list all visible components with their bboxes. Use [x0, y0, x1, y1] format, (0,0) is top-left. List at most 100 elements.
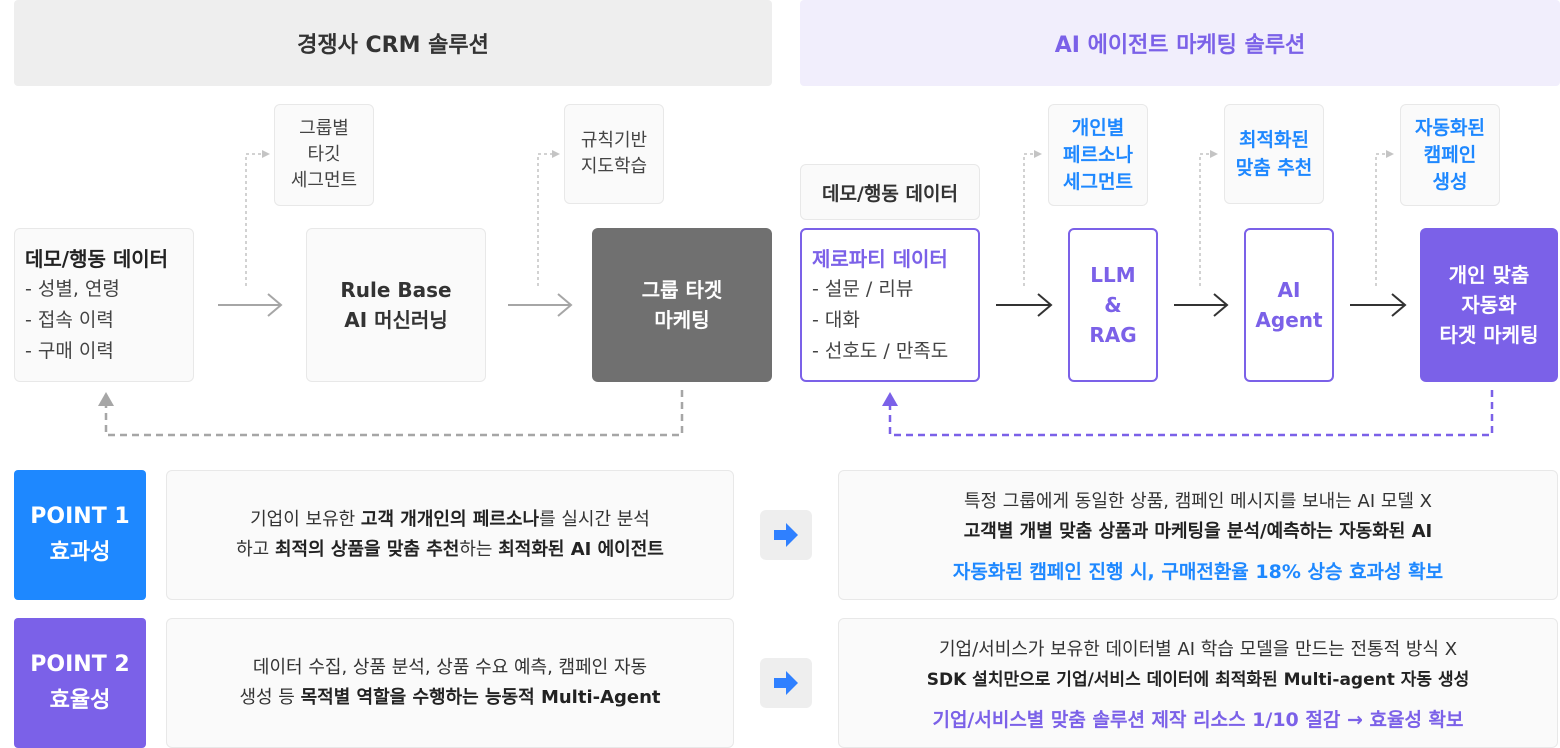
point1-result-box: 특정 그룹에게 동일한 상품, 캠페인 메시지를 보내는 AI 모델 X 고객별… [838, 470, 1558, 600]
point1-desc-box: 기업이 보유한 고객 개개인의 페르소나를 실시간 분석 하고 최적의 상품을 … [166, 470, 734, 600]
note-line: 맞춤 추천 [1235, 157, 1313, 179]
right-source-title: 제로파티 데이터 [812, 246, 948, 271]
desc-bold: 최적화된 AI 에이전트 [498, 539, 664, 560]
right-arrow-3 [1350, 293, 1407, 317]
arrow-right-icon [774, 523, 798, 547]
point2-desc-line2: 생성 등 목적별 역할을 수행하는 능동적 Multi-Agent [239, 683, 660, 713]
right-source-item: - 선호도 / 만족도 [812, 339, 949, 362]
left-note-supervised: 규칙기반 지도학습 [564, 104, 664, 204]
right-source-item: - 대화 [812, 308, 860, 331]
point2-result-line1: 기업/서비스가 보유한 데이터별 AI 학습 모델을 만드는 전통적 방식 X [938, 638, 1458, 660]
right-branch-2-head [1210, 150, 1218, 158]
output-line: 마케팅 [654, 308, 710, 332]
right-output-box: 개인 맞춤 자동화 타겟 마케팅 [1420, 228, 1558, 382]
right-arrow-2 [1174, 293, 1229, 317]
left-source-box: 데모/행동 데이터 - 성별, 연령 - 접속 이력 - 구매 이력 [14, 228, 194, 382]
right-header: AI 에이전트 마케팅 솔루션 [800, 0, 1560, 86]
engine-line: Rule Base [340, 278, 452, 302]
point2-desc-line1: 데이터 수집, 상품 분석, 상품 수요 예측, 캠페인 자동 [252, 657, 648, 678]
left-feedback-head [98, 392, 114, 406]
point2-badge: POINT 2 효율성 [14, 618, 146, 748]
output-line: 그룹 타겟 [641, 278, 723, 302]
agent-line: Agent [1255, 308, 1323, 332]
left-branch-1-head [262, 150, 270, 158]
desc-text: 생성 등 [239, 687, 301, 708]
desc-bold: 고객 개개인의 페르소나 [360, 509, 540, 530]
note-line: 페르소나 [1063, 143, 1133, 166]
right-branch-3 [1375, 153, 1386, 286]
llm-line: & [1104, 293, 1122, 317]
left-arrow-1 [218, 293, 283, 317]
right-source-box: 제로파티 데이터 - 설문 / 리뷰 - 대화 - 선호도 / 만족도 [800, 228, 980, 382]
left-branch-2-head [552, 150, 560, 158]
note-line: 자동화된 [1415, 116, 1485, 139]
left-branch-2 [537, 153, 552, 286]
desc-bold: 목적별 역할을 수행하는 능동적 Multi-Agent [300, 687, 661, 708]
point2-sub: 효율성 [49, 688, 111, 713]
left-header: 경쟁사 CRM 솔루션 [14, 0, 772, 86]
point1-desc-line2: 하고 최적의 상품을 맞춤 추천하는 최적화된 AI 에이전트 [236, 535, 664, 565]
desc-text: 를 실시간 분석 [539, 509, 650, 530]
right-branch-1 [1023, 153, 1034, 286]
right-branch-1-head [1034, 150, 1042, 158]
llm-line: RAG [1089, 323, 1137, 347]
point1-label: POINT 1 [30, 504, 130, 529]
left-note-segment: 그룹별 타깃 세그먼트 [274, 104, 374, 206]
left-arrow-2 [508, 293, 573, 317]
note-line: 규칙기반 [580, 130, 648, 151]
point1-result-highlight: 자동화된 캠페인 진행 시, 구매전환율 18% 상승 효과성 확보 [952, 560, 1444, 583]
right-feedback-head [882, 392, 898, 406]
point2-arrow-chip [760, 658, 812, 708]
right-arrow-1 [996, 293, 1053, 317]
point2-result-box: 기업/서비스가 보유한 데이터별 AI 학습 모델을 만드는 전통적 방식 X … [838, 618, 1558, 748]
left-source-item: - 구매 이력 [25, 339, 114, 362]
right-note-recommend: 최적화된 맞춤 추천 [1224, 104, 1324, 204]
note-line: 캠페인 [1423, 143, 1477, 166]
demo-label-text: 데모/행동 데이터 [822, 182, 958, 205]
point1-result-line1: 특정 그룹에게 동일한 상품, 캠페인 메시지를 보내는 AI 모델 X [963, 490, 1433, 512]
note-line: 개인별 [1071, 116, 1125, 139]
point2-desc-box: 데이터 수집, 상품 분석, 상품 수요 예측, 캠페인 자동 생성 등 목적별… [166, 618, 734, 748]
right-source-item: - 설문 / 리뷰 [812, 277, 914, 300]
note-line: 세그먼트 [290, 170, 358, 191]
left-source-item: - 접속 이력 [25, 308, 114, 331]
left-source-title: 데모/행동 데이터 [25, 246, 169, 271]
right-branch-3-head [1386, 150, 1394, 158]
desc-text: 기업이 보유한 [250, 509, 361, 530]
engine-line: AI 머신러닝 [344, 308, 448, 332]
point1-badge: POINT 1 효과성 [14, 470, 146, 600]
llm-line: LLM [1090, 263, 1136, 287]
right-branch-2 [1199, 153, 1210, 286]
desc-bold: 최적의 상품을 맞춤 추천 [274, 539, 460, 560]
output-line: 타겟 마케팅 [1439, 323, 1539, 347]
left-source-item: - 성별, 연령 [25, 277, 120, 300]
point2-label: POINT 2 [30, 652, 130, 677]
point2-result-line2: SDK 설치만으로 기업/서비스 데이터에 최적화된 Multi-agent 자… [926, 669, 1470, 690]
note-line: 생성 [1432, 170, 1468, 193]
output-line: 자동화 [1461, 293, 1517, 317]
left-branch-1 [245, 153, 262, 286]
point1-desc-line1: 기업이 보유한 고객 개개인의 페르소나를 실시간 분석 [250, 505, 650, 535]
ai-agent-box: AI Agent [1244, 228, 1334, 382]
desc-text: 하는 [459, 539, 499, 560]
arrow-right-icon [774, 671, 798, 695]
left-engine-box: Rule Base AI 머신러닝 [306, 228, 486, 382]
note-line: 타깃 [307, 144, 341, 165]
right-note-persona: 개인별 페르소나 세그먼트 [1048, 104, 1148, 206]
right-note-campaign: 자동화된 캠페인 생성 [1400, 104, 1500, 206]
note-line: 그룹별 [299, 118, 349, 139]
point1-result-line2: 고객별 개별 맞춤 상품과 마케팅을 분석/예측하는 자동화된 AI [963, 520, 1433, 542]
desc-text: 하고 [236, 539, 275, 560]
note-line: 지도학습 [580, 156, 648, 177]
right-demo-label: 데모/행동 데이터 [800, 164, 980, 220]
llm-rag-box: LLM & RAG [1068, 228, 1158, 382]
point1-arrow-chip [760, 510, 812, 560]
output-line: 개인 맞춤 [1448, 263, 1530, 287]
point1-sub: 효과성 [49, 540, 111, 565]
left-output-box: 그룹 타겟 마케팅 [592, 228, 772, 382]
agent-line: AI [1277, 278, 1301, 302]
note-line: 최적화된 [1239, 129, 1309, 151]
right-feedback-loop [888, 390, 1494, 437]
left-feedback-loop [104, 390, 684, 437]
point2-result-highlight: 기업/서비스별 맞춤 솔루션 제작 리소스 1/10 절감 → 효율성 확보 [932, 708, 1464, 731]
